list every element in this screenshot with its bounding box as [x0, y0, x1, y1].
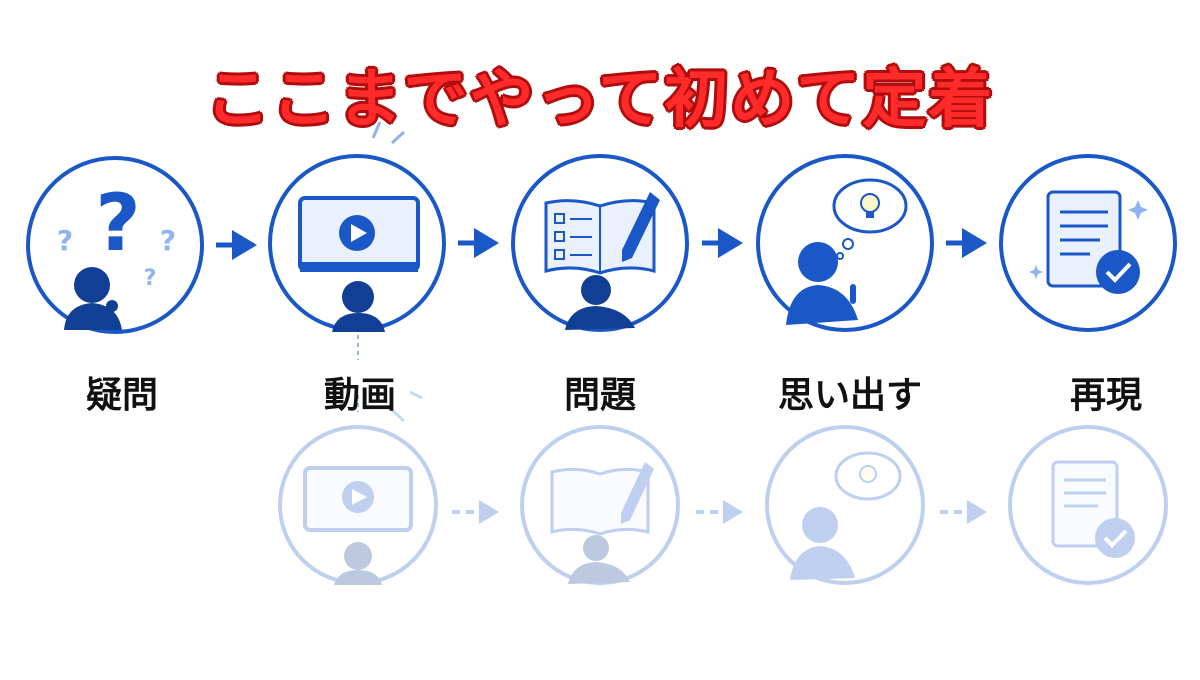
step-label-recall: 思い出す	[777, 375, 922, 416]
svg-text:?: ?	[57, 224, 73, 257]
step-label-problem: 問題	[563, 375, 636, 416]
svg-text:?: ?	[95, 179, 140, 269]
step-video-icon	[268, 121, 446, 332]
headline-title: ここまでやって初めて定着	[205, 63, 995, 137]
svg-text:?: ?	[144, 266, 157, 291]
step-label-video: 動画	[323, 375, 396, 416]
faded-thinking-icon	[765, 425, 925, 585]
step-workbook-icon	[511, 154, 689, 332]
step-label-question: 疑問	[85, 375, 158, 416]
person-icon	[64, 267, 122, 330]
person-icon	[332, 281, 385, 332]
person-icon	[786, 242, 858, 325]
step-label-reproduce: 再現	[1069, 375, 1142, 416]
step-document-icon	[999, 154, 1177, 332]
svg-text:?: ?	[160, 224, 176, 257]
person-icon	[565, 275, 635, 330]
step-question-icon: ? ? ? ?	[26, 156, 204, 334]
step-thinking-icon	[756, 154, 934, 332]
faded-video-icon	[278, 425, 438, 585]
faded-flow-row	[278, 425, 1168, 585]
faded-workbook-icon	[520, 425, 680, 585]
faded-document-icon	[1008, 425, 1168, 585]
